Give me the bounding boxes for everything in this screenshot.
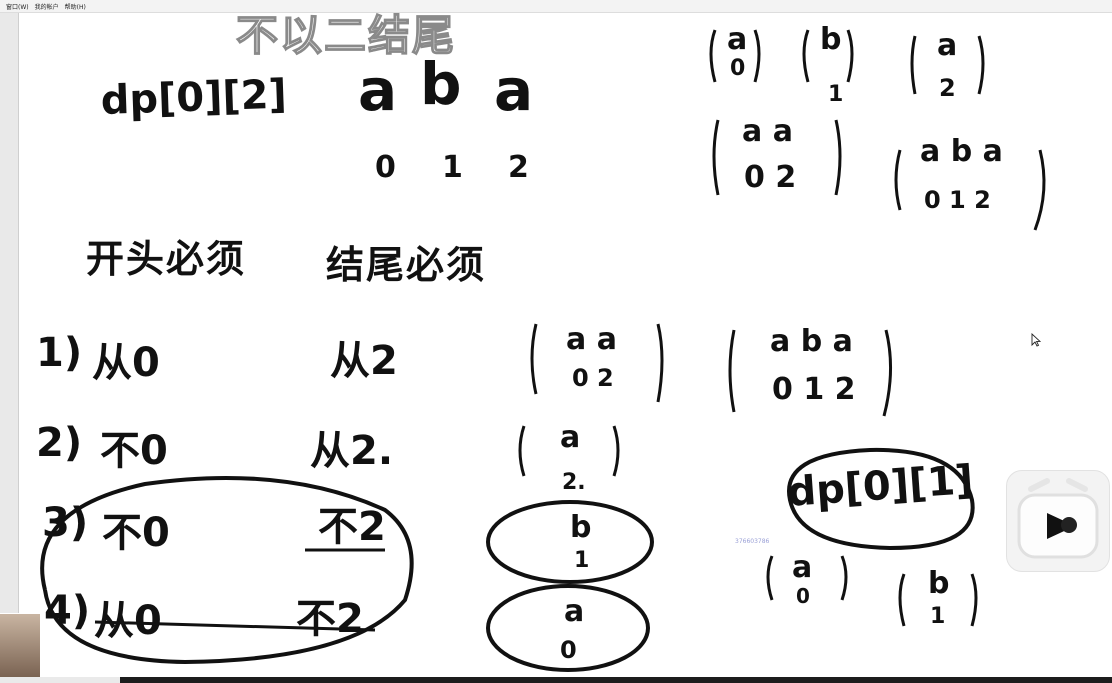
seq-char-2: a (494, 56, 534, 124)
whiteboard-canvas[interactable] (19, 13, 1112, 677)
subset-a0: a 0 (705, 22, 765, 96)
left-toolbar-strip (0, 13, 19, 613)
subset-aa02-idx: 0 2 (744, 160, 797, 195)
dp-label-top: dp[0][2] (100, 71, 288, 124)
taskbar-left (0, 677, 120, 683)
heading-must-start: 开头必须 (86, 237, 247, 281)
case-set-aba012: a b a 0 1 2 (726, 320, 906, 434)
subset-a0-idx: 0 (730, 56, 746, 81)
brace-pair-icon (910, 35, 985, 95)
seq-char-1: b (420, 50, 462, 118)
brace-pair-icon (802, 29, 854, 83)
case-set-a0-char: a (564, 594, 585, 629)
bottom-set-a0: a 0 (764, 550, 854, 614)
subset-b1-char: b (820, 22, 842, 57)
case-1-end: 从2 (330, 338, 398, 384)
case-set-b1-idx: 1 (574, 548, 590, 573)
case-set-aba012-idx: 0 1 2 (772, 372, 856, 407)
case-1-num: 1) (36, 330, 83, 376)
case-set-b1-char: b (570, 510, 592, 545)
case-2-end: 从2. (310, 428, 394, 474)
bottom-set-a0-idx: 0 (796, 584, 810, 608)
menu-bar: 窗口(W) 我的帐户 帮助(H) (0, 0, 1112, 13)
case-3-start: 不0 (102, 510, 170, 556)
cursor-arrow-icon (1031, 333, 1041, 347)
menu-help[interactable]: 帮助(H) (64, 3, 86, 11)
seq-index-2: 2 (508, 150, 529, 185)
case-2-num: 2) (36, 420, 83, 466)
case-set-a0-idx: 0 (560, 636, 577, 664)
menu-window[interactable]: 窗口(W) (6, 3, 29, 11)
video-subtitle: 不以二结尾 (235, 10, 457, 60)
case-set-a2-char: a (560, 420, 581, 455)
subset-b1: b 1 (800, 22, 860, 107)
subset-aba012-chars: a b a (920, 134, 1003, 169)
brace-pair-icon (898, 573, 978, 627)
bottom-set-b1-char: b (928, 566, 950, 601)
brace-pair-icon (518, 425, 620, 477)
brace-pair-icon (894, 149, 1046, 231)
subset-a2: a 2 (905, 22, 995, 116)
highlight-ellipse-dp (787, 447, 975, 551)
video-app-logo-icon (1017, 478, 1099, 559)
subset-b1-idx: 1 (828, 82, 844, 107)
subset-a0-char: a (727, 22, 748, 57)
highlight-ellipse-sets (486, 500, 654, 672)
case-set-a2: a 2. (516, 420, 626, 495)
case-set-aa02: a a 0 2 (528, 318, 678, 412)
case-set-aba012-chars: a b a (770, 324, 853, 359)
case-set-a2-idx: 2. (562, 470, 586, 495)
highlight-ellipse-cases (40, 475, 414, 665)
subset-aa02: a a 0 2 (708, 110, 858, 214)
heading-must-end: 结尾必须 (326, 243, 487, 287)
case-1-start: 从0 (92, 340, 160, 386)
subset-aba012-idx: 0 1 2 (924, 186, 991, 214)
subset-a2-char: a (937, 28, 958, 63)
bottom-set-b1: b 1 (896, 566, 986, 640)
watermark-text: 376603786 (735, 538, 770, 545)
brace-pair-icon (530, 323, 664, 403)
subset-a2-idx: 2 (939, 74, 956, 102)
brace-pair-icon (712, 119, 842, 196)
taskbar (120, 677, 1112, 683)
bottom-set-a0-char: a (792, 550, 813, 585)
case-2-start: 不0 (100, 428, 168, 474)
seq-char-0: a (358, 56, 398, 124)
subset-aa02-chars: a a (742, 114, 793, 149)
subset-aba012: a b a 0 1 2 (890, 130, 1060, 244)
webcam-overlay (0, 614, 40, 677)
bottom-set-b1-idx: 1 (930, 604, 946, 629)
seq-index-1: 1 (442, 150, 463, 185)
brace-pair-icon (709, 29, 761, 83)
brace-pair-icon (728, 329, 892, 417)
menu-account[interactable]: 我的帐户 (34, 3, 59, 11)
video-app-logo (1006, 470, 1110, 572)
seq-index-0: 0 (375, 150, 396, 185)
brace-pair-icon (766, 555, 848, 601)
case-set-aa02-chars: a a (566, 322, 617, 357)
case-set-aa02-idx: 0 2 (572, 364, 614, 392)
case-3-end: 不2 (318, 504, 386, 550)
